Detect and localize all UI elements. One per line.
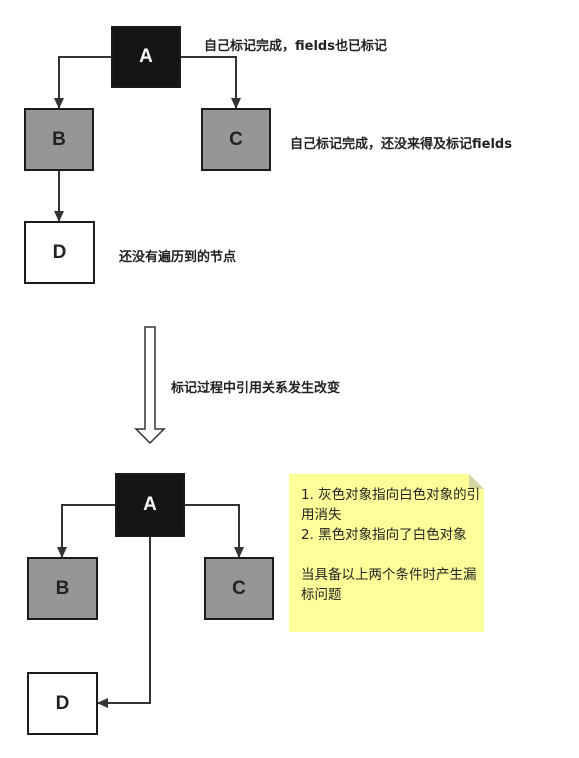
node-b-bottom[interactable]: B xyxy=(27,557,98,620)
edge-a-d-bottom xyxy=(97,537,151,708)
edge-a-b-top xyxy=(54,56,111,109)
node-c-top[interactable]: C xyxy=(201,108,271,171)
transition-arrow xyxy=(134,326,166,445)
edge-a-b-bottom xyxy=(57,504,115,558)
node-d-bottom[interactable]: D xyxy=(27,672,98,735)
edge-a-c-bottom xyxy=(185,504,244,558)
node-b-top[interactable]: B xyxy=(24,108,94,171)
sticky-note-text: 1. 灰色对象指向白色对象的引用消失 2. 黑色对象指向了白色对象 当具备以上两… xyxy=(301,487,481,603)
node-a-top[interactable]: A xyxy=(111,26,181,88)
label-d-top: 还没有遍历到的节点 xyxy=(119,250,237,265)
node-d-top[interactable]: D xyxy=(24,221,95,284)
node-a-bottom[interactable]: A xyxy=(115,473,185,537)
label-c-top: 自己标记完成，还没来得及标记fields xyxy=(290,137,512,152)
sticky-note-shape xyxy=(289,474,484,632)
node-c-bottom[interactable]: C xyxy=(204,557,274,620)
transition-label: 标记过程中引用关系发生改变 xyxy=(171,381,341,396)
label-a-top: 自己标记完成，fields也已标记 xyxy=(204,39,387,54)
edge-a-c-top xyxy=(181,56,241,109)
